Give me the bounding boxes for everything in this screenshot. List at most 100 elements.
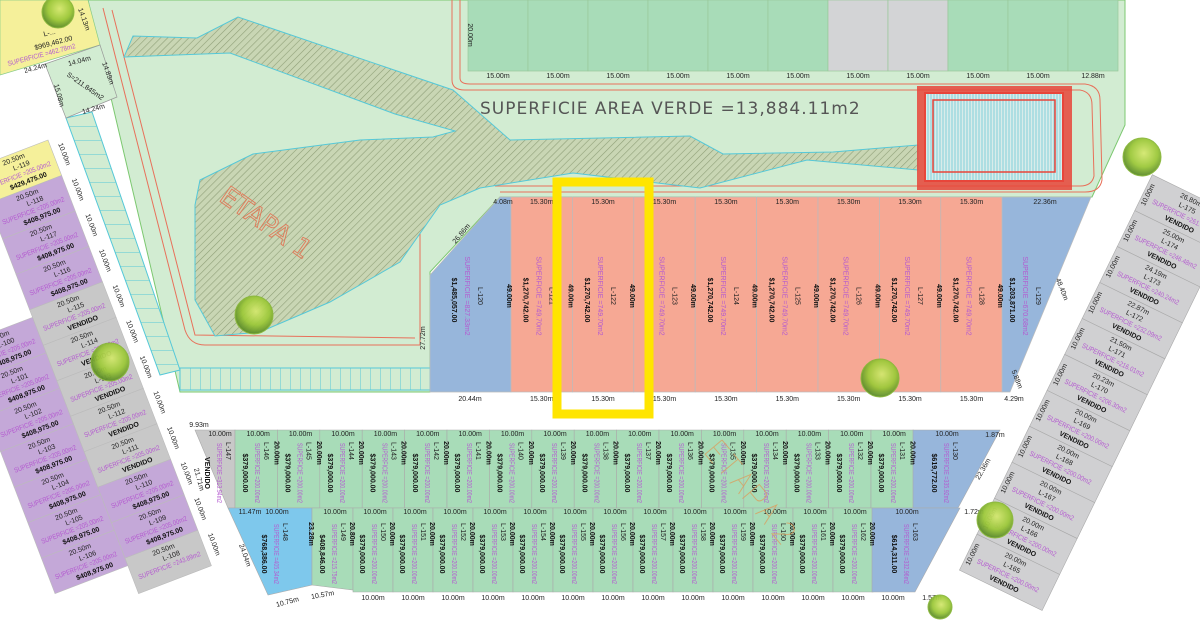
lot-width-label: 10.00m — [683, 509, 707, 516]
lot-price: $379,000.00 — [678, 535, 685, 574]
lot-top-row[interactable] — [947, 0, 1009, 72]
lot-width-label: 10.00m — [441, 595, 465, 602]
lot-width-label: 10.00m — [481, 595, 505, 602]
lot-l-124[interactable] — [694, 196, 757, 393]
lot-label: L-153 — [499, 523, 506, 541]
lot-l-108[interactable] — [124, 529, 212, 595]
lot-price: $1,203,871.00 — [1008, 278, 1015, 323]
lot-top-row[interactable] — [467, 0, 529, 72]
lot-width-label: 10.00m — [543, 431, 567, 438]
lot-l-163[interactable] — [871, 507, 961, 593]
tree-icon — [927, 594, 953, 620]
lot-width-label: 10.00m — [803, 509, 827, 516]
lot-width-label: 10.00m — [843, 509, 867, 516]
lot-depth-label: 20.00m — [272, 441, 279, 465]
lot-superficie: SUPERFICIE =200.00m2 — [635, 443, 642, 503]
lot-superficie: SUPERFICIE =200.00m2 — [677, 443, 684, 503]
lot-l-123[interactable] — [633, 196, 696, 393]
lot-width-label: 15.30m — [776, 199, 800, 206]
lot-l-126[interactable] — [817, 196, 880, 393]
lot-depth-label: 20.00m — [612, 441, 619, 465]
lot-price: $379,000.00 — [538, 454, 545, 493]
dimension-label: 21.71m — [192, 467, 205, 492]
lot-l-106[interactable] — [41, 529, 129, 594]
lot-top-row[interactable] — [587, 0, 649, 72]
lot-width-label: 10.00m — [895, 509, 919, 516]
lot-width-label: 10.00m — [124, 320, 139, 344]
lot-superficie: SUPERFICIE =200.00m2 — [804, 443, 811, 503]
lot-width-label: 10.00m — [247, 431, 271, 438]
lot-superficie: SUPERFICIE =827.33m2 — [463, 256, 470, 335]
lot-label: L-140 — [517, 442, 524, 460]
lot-superficie: SUPERFICIE =200.00m2 — [850, 524, 857, 584]
lot-superficie: SUPERFICIE =200.00m2 — [720, 443, 727, 503]
lot-width-label: 10.00m — [521, 595, 545, 602]
lot-depth-label: 20.50m — [0, 330, 11, 345]
lot-depth-label: 20.00m — [908, 441, 915, 465]
lot-superficie: SUPERFICIE =749.70m2 — [719, 256, 726, 335]
lot-l-125[interactable] — [756, 196, 819, 393]
lot-width-label: 15.00m — [546, 73, 570, 80]
lot-l-129[interactable] — [1001, 196, 1092, 393]
lot-superficie: SUPERFICIE =200.00m2 — [610, 524, 617, 584]
lot-top-row[interactable] — [767, 0, 829, 72]
lot-superficie: SUPERFICIE =200.00m2 — [423, 443, 430, 503]
lot-width-label: 10.00m — [501, 431, 525, 438]
lot-depth-label: 20.00m — [315, 441, 322, 465]
tree-icon — [234, 295, 274, 335]
lot-depth-label: 20.00m — [628, 522, 635, 546]
lot-price: $379,000.00 — [758, 535, 765, 574]
lot-price: $379,000.00 — [718, 535, 725, 574]
lot-label: L-123 — [671, 287, 678, 305]
lot-label: L-127 — [916, 287, 923, 305]
lot-small[interactable] — [44, 44, 118, 119]
lot-depth-label: 20.00m — [824, 441, 831, 465]
lot-top-row[interactable] — [887, 0, 949, 72]
parking-area — [179, 367, 431, 391]
lot-width-label: 10.00m — [416, 431, 440, 438]
lot-top-row[interactable] — [827, 0, 889, 72]
lot-label: L-132 — [856, 442, 863, 460]
lot-superficie: SUPERFICIE =200.00m2 — [508, 443, 515, 503]
lot-superficie: SUPERFICIE =200.00m2 — [592, 443, 599, 503]
lot-superficie: SUPERFICIE =200.00m2 — [770, 524, 777, 584]
lot-l-165[interactable] — [959, 533, 1061, 611]
lot-depth-label: 23.28m — [307, 522, 314, 546]
lot-top-row[interactable] — [647, 0, 709, 72]
lot-price: $768,386.00 — [260, 535, 267, 574]
selected-lot-highlight[interactable] — [552, 177, 654, 419]
lot-label: L-150 — [379, 523, 386, 541]
lot-label: L-... — [43, 29, 57, 39]
lot-width-label: 10.00m — [601, 595, 625, 602]
lot-depth-label: 20.00m — [748, 522, 755, 546]
lot-depth-label: 20.00m — [388, 522, 395, 546]
lot-label: L-137 — [644, 442, 651, 460]
lot-label: L-128 — [978, 287, 985, 305]
lot-width-label: 10.00m — [881, 595, 905, 602]
lot-width-label: 10.00m — [681, 595, 705, 602]
lot-top-row[interactable] — [1067, 0, 1119, 72]
lot-l-128[interactable] — [940, 196, 1003, 393]
lot-label: L-124 — [732, 287, 739, 305]
lot-price: $379,000.00 — [478, 535, 485, 574]
lot-price: $379,000.00 — [792, 454, 799, 493]
lot-width-label: 15.30m — [714, 396, 738, 403]
lot-label: L-146 — [262, 442, 269, 460]
lot-width-label: 15.30m — [591, 396, 615, 403]
lot-depth-label: 20.00m — [442, 441, 449, 465]
lot-depth-label: 20.00m — [428, 522, 435, 546]
lot-top-row[interactable] — [707, 0, 769, 72]
lot-top-row[interactable] — [527, 0, 589, 72]
lot-price: $379,000.00 — [835, 454, 842, 493]
lot-label: L-158 — [699, 523, 706, 541]
lot-superficie: SUPERFICIE =200.00m2 — [465, 443, 472, 503]
lot-superficie: SUPERFICIE =200.00m2 — [690, 524, 697, 584]
lot-top-row[interactable] — [1007, 0, 1069, 72]
lot-depth-label: 20.00m — [569, 441, 576, 465]
lot-depth-label: 20.80m — [348, 522, 355, 546]
lot-width-label: 15.00m — [1026, 73, 1050, 80]
lot-width-label: 15.00m — [846, 73, 870, 80]
lot-width-label: 10.00m — [628, 431, 652, 438]
